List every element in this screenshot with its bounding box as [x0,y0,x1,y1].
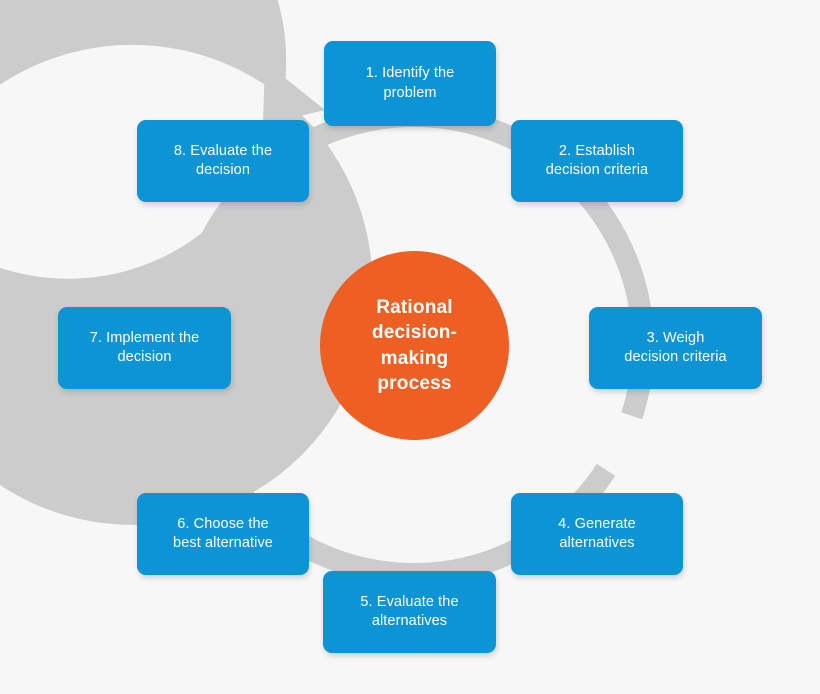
ring-arc [0,0,373,525]
center-circle: Rational decision- making process [320,251,509,440]
step-box-8[interactable]: 8. Evaluate the decision [137,120,309,202]
step-box-3-label: 3. Weigh decision criteria [624,329,727,365]
step-box-4[interactable]: 4. Generate alternatives [511,493,683,575]
step-box-5-label: 5. Evaluate the alternatives [360,593,459,629]
step-box-3[interactable]: 3. Weigh decision criteria [589,307,762,389]
ring-arrowhead-icon [263,62,325,134]
step-box-7-label: 7. Implement the decision [89,329,200,365]
step-box-5[interactable]: 5. Evaluate the alternatives [323,571,496,653]
step-box-2-label: 2. Establish decision criteria [545,142,649,178]
step-box-6-label: 6. Choose the best alternative [173,515,273,551]
step-box-7[interactable]: 7. Implement the decision [58,307,231,389]
step-box-1-label: 1. Identify the problem [365,65,455,101]
step-box-6[interactable]: 6. Choose the best alternative [137,493,309,575]
step-box-2[interactable]: 2. Establish decision criteria [511,120,683,202]
step-box-1[interactable]: 1. Identify the problem [324,41,496,126]
center-circle-label: Rational decision- making process [371,297,458,394]
step-box-4-label: 4. Generate alternatives [558,515,636,551]
step-box-8-label: 8. Evaluate the decision [173,142,273,178]
